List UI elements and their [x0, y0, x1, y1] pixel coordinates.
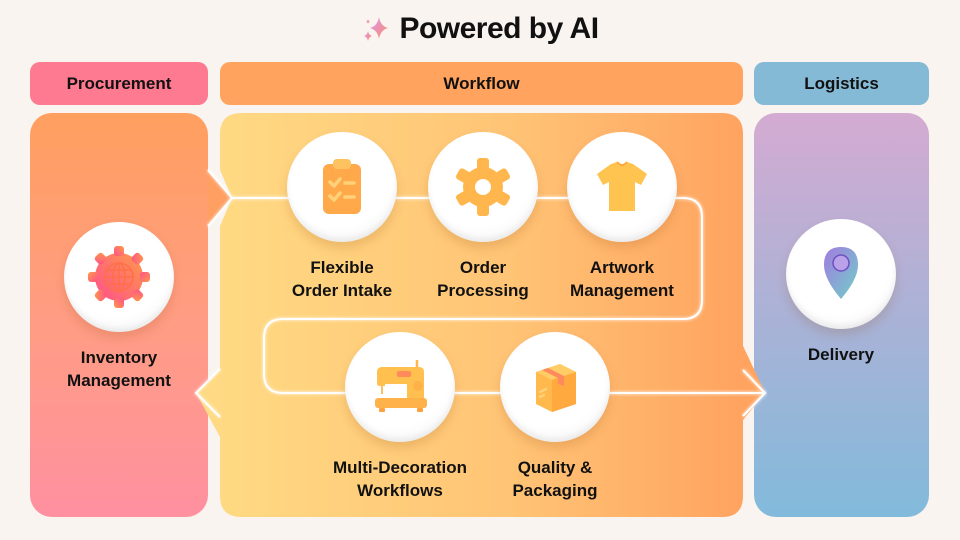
procurement-header: Procurement [30, 62, 208, 105]
processing-label: Order Processing [437, 258, 529, 300]
node-multi-decoration-workflows[interactable]: Multi-Decoration Workflows [330, 332, 470, 502]
delivery-icon-circle [786, 219, 896, 329]
location-pin-icon [824, 247, 858, 299]
inventory-icon-circle [64, 222, 174, 332]
logistics-header: Logistics [754, 62, 929, 105]
node-quality-packaging[interactable]: Quality & Packaging [485, 332, 625, 502]
node-artwork-management[interactable]: Artwork Management [552, 132, 692, 302]
package-box-icon [536, 364, 576, 412]
page-title: Powered by AI [0, 12, 960, 46]
artwork-label: Artwork Management [570, 258, 674, 300]
decoration-label: Multi-Decoration Workflows [332, 458, 468, 500]
node-inventory-management[interactable]: Inventory Management [49, 222, 189, 392]
globe-gear-icon [88, 246, 150, 308]
inventory-label: Inventory Management [67, 348, 171, 390]
decoration-icon-circle [345, 332, 455, 442]
tshirt-icon [597, 161, 647, 211]
node-flexible-order-intake[interactable]: Flexible Order Intake [272, 132, 412, 302]
clipboard-checklist-icon [323, 159, 361, 214]
sewing-machine-icon [375, 360, 427, 412]
processing-icon-circle [428, 132, 538, 242]
intake-icon-circle [287, 132, 397, 242]
procurement-arrow-line [207, 169, 234, 227]
packaging-icon-circle [500, 332, 610, 442]
intake-label: Flexible Order Intake [291, 258, 393, 300]
delivery-label: Delivery [807, 345, 875, 364]
node-delivery[interactable]: Delivery [771, 219, 911, 366]
title-text: Powered by AI [399, 12, 599, 45]
artwork-icon-circle [567, 132, 677, 242]
workflow-header: Workflow [220, 62, 743, 105]
gear-icon [455, 158, 511, 216]
procurement-arrow-out [208, 170, 232, 226]
node-order-processing[interactable]: Order Processing [413, 132, 553, 302]
packaging-label: Quality & Packaging [512, 458, 598, 500]
sparkles-icon [364, 17, 389, 41]
